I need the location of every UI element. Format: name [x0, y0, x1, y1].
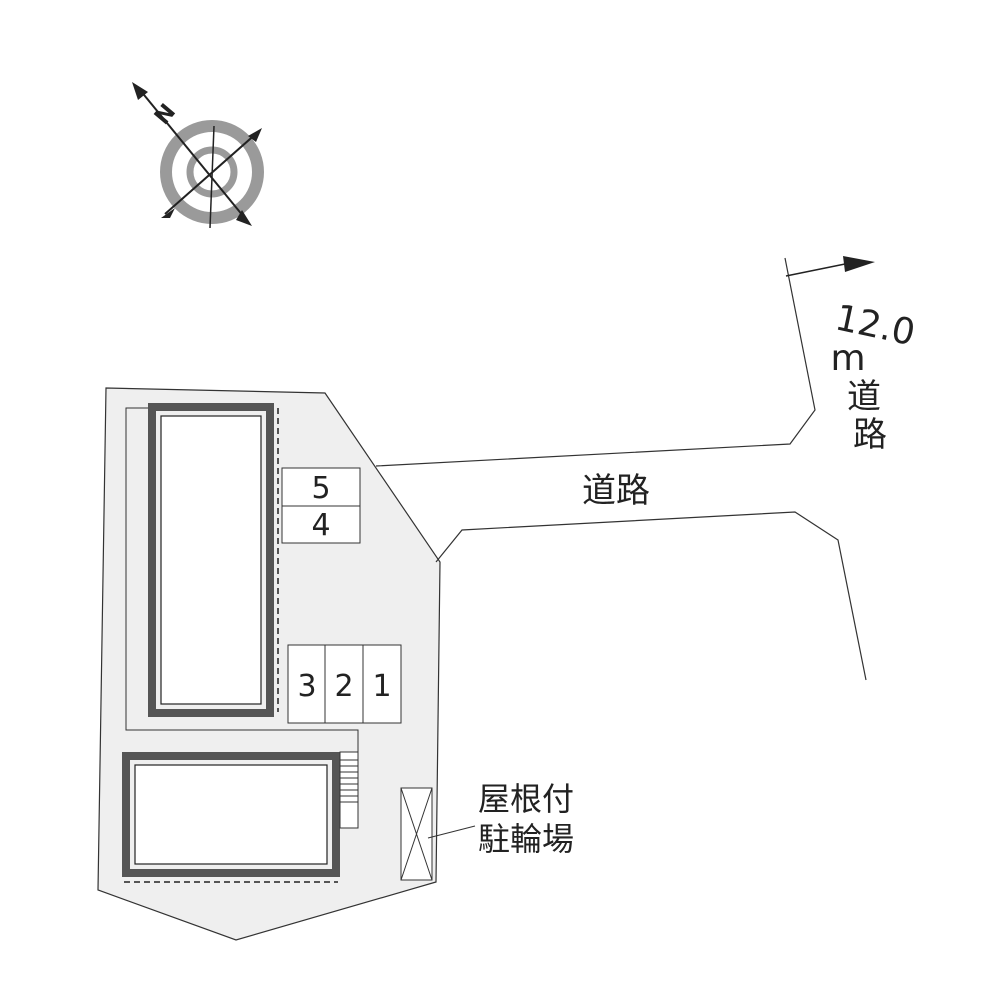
parking-space-4-label: 4 — [311, 508, 330, 543]
parking-space-2-label: 2 — [334, 669, 353, 704]
compass-north-line — [139, 89, 249, 223]
building-annex — [122, 751, 359, 883]
bicycle-parking-cross-2 — [400, 787, 433, 881]
road-label: 道路 — [582, 471, 650, 511]
compass-north-label: N — [150, 100, 181, 130]
compass-north-arrow-icon — [132, 82, 148, 100]
bicycle-parking-leader-line — [427, 825, 476, 839]
compass-vertical-line — [209, 125, 215, 229]
road-width-arrow-icon — [843, 256, 875, 272]
road-edge-upper — [375, 257, 816, 467]
building-main — [148, 403, 279, 717]
road-edge-lower — [435, 511, 867, 681]
building-annex-interior — [134, 764, 328, 865]
compass-south-arrow-icon — [236, 210, 252, 226]
bicycle-parking: 屋根付 駐輪場 — [400, 780, 574, 881]
parking-space-3-label: 3 — [297, 669, 316, 704]
parking-space-2 — [324, 644, 364, 724]
road-width-char-2: 路 — [853, 415, 887, 455]
building-main-wall — [148, 403, 274, 717]
parking-group-lower: 3 2 1 — [287, 644, 402, 724]
parking-group-upper: 5 4 — [281, 467, 361, 544]
parking-space-3 — [287, 644, 326, 724]
road-width-char-1: 道 — [847, 377, 881, 417]
staircase-steps — [340, 759, 358, 803]
building-annex-wall — [122, 752, 340, 877]
road — [375, 257, 867, 681]
bicycle-parking-label-line1: 屋根付 — [478, 780, 574, 818]
compass-west-arrow-icon — [161, 208, 175, 218]
parking-space-1 — [362, 644, 402, 724]
parking-space-5 — [281, 467, 361, 507]
road-width-unit: m — [830, 338, 865, 379]
parking-space-1-label: 1 — [372, 669, 391, 704]
compass-east-arrow-icon — [248, 128, 262, 142]
parking-space-5-label: 5 — [311, 471, 330, 506]
compass-rose: N — [132, 82, 264, 229]
parking-space-4 — [281, 505, 361, 544]
compass-outer-ring — [160, 120, 264, 224]
road-width-line — [785, 263, 846, 277]
road-width-indicator: 12.0 m 道 路 — [785, 256, 919, 455]
building-main-interior — [160, 415, 262, 705]
bicycle-parking-label-line2: 駐輪場 — [478, 820, 574, 858]
